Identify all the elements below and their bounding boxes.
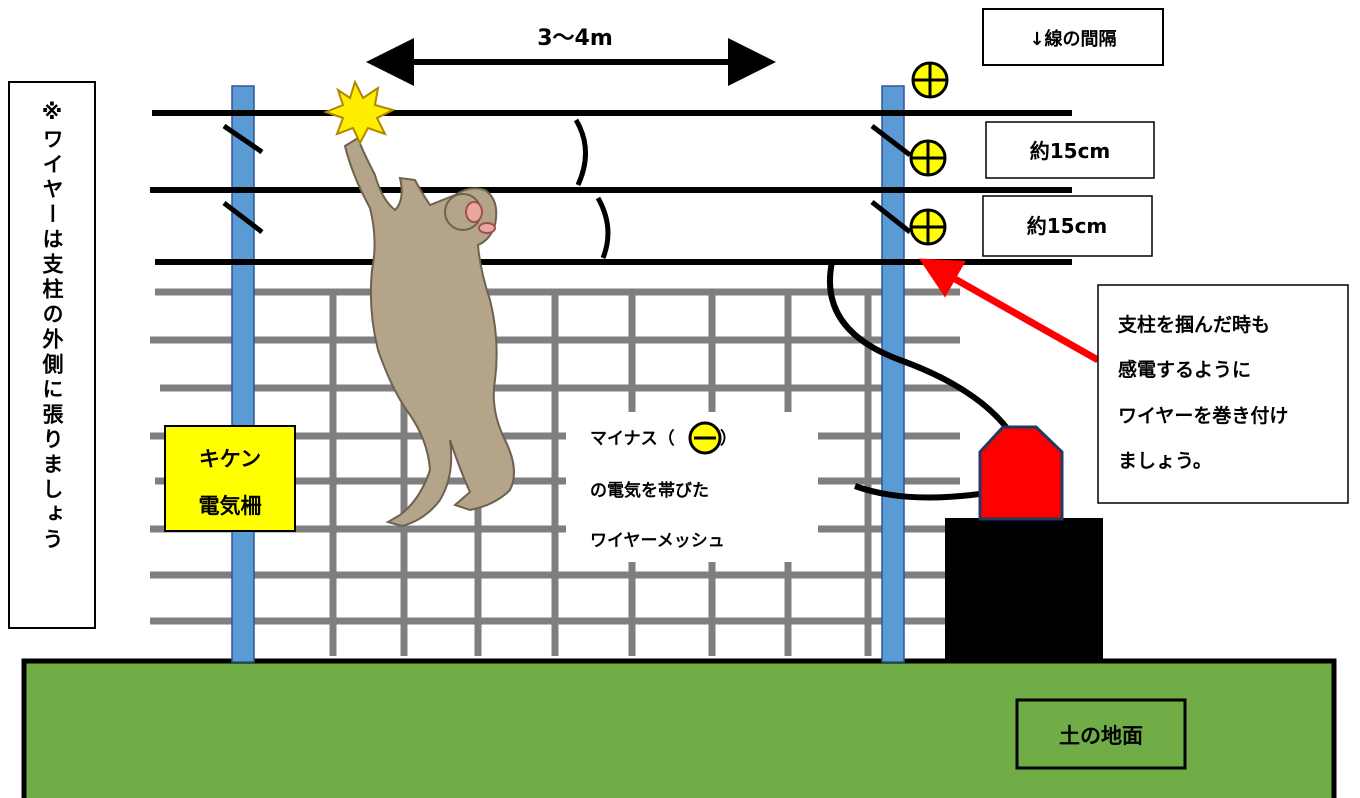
fence-post-left: [231, 85, 255, 663]
grip-note-line-4: ましょう。: [1118, 450, 1212, 472]
kiken-sign: キケン 電気柵: [164, 425, 296, 532]
plus-polarity-icon: [909, 139, 947, 177]
spacing-label-1-box: 約15cm: [985, 121, 1155, 179]
grip-note-line-3: ワイヤーを巻き付け: [1118, 404, 1288, 427]
kiken-line-1: キケン: [199, 447, 261, 471]
energizer-unit: [945, 425, 1103, 663]
minus-polarity-icon: [688, 421, 722, 455]
ground-label-box: 土の地面: [1015, 698, 1187, 770]
vertical-note: ※ワイヤーは支柱の外側に張りましょう: [40, 100, 65, 553]
grip-note-box: 支柱を掴んだ時も 感電するように ワイヤーを巻き付け ましょう。: [1097, 284, 1349, 504]
mesh-note-line-3: ワイヤーメッシュ: [590, 531, 725, 551]
ground-label: 土の地面: [1059, 724, 1143, 748]
grip-note-line-2: 感電するように: [1118, 358, 1251, 381]
span-label: 3〜4m: [537, 26, 613, 51]
kiken-line-2: 電気柵: [199, 494, 262, 518]
spacing-label-1: 約15cm: [1030, 139, 1111, 163]
spacing-header-box: ↓線の間隔: [982, 8, 1164, 66]
plus-polarity-icon: [909, 208, 947, 246]
grip-note-line-1: 支柱を掴んだ時も: [1117, 313, 1270, 336]
mesh-note-line-1a: マイナス（: [590, 428, 675, 449]
monkey-figure: [343, 136, 515, 528]
mesh-note-box: マイナス（ ） の電気を帯びた ワイヤーメッシュ: [566, 412, 818, 562]
spacing-label-2: 約15cm: [1027, 214, 1108, 238]
plus-polarity-icon: [911, 61, 949, 99]
spark-icon: [323, 79, 396, 146]
spacing-label-2-box: 約15cm: [982, 195, 1153, 257]
vertical-note-box: ※ワイヤーは支柱の外側に張りましょう: [8, 81, 96, 629]
grip-arrow: [918, 258, 1100, 364]
mesh-note-line-2: の電気を帯びた: [590, 480, 709, 501]
fence-post-right: [881, 85, 905, 663]
mesh-note-line-1b: ）: [720, 428, 737, 449]
spacing-header: ↓線の間隔: [1029, 28, 1116, 50]
